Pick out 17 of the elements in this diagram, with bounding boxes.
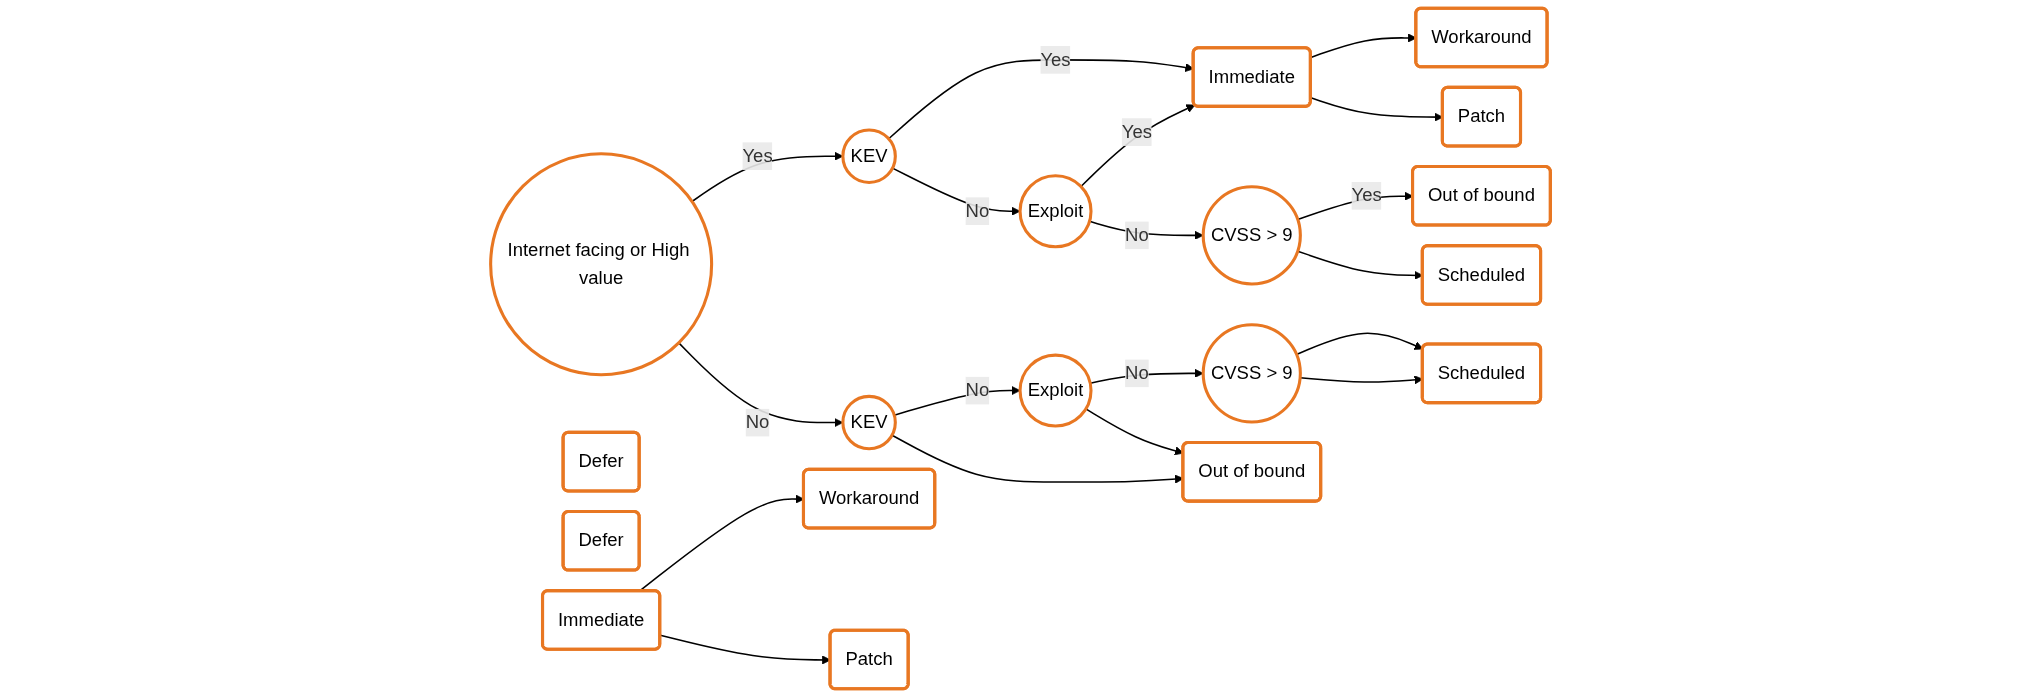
edge-label: Yes — [1351, 185, 1382, 206]
node-circle: Exploit — [1018, 353, 1093, 428]
node-circle: KEV — [841, 128, 897, 184]
edge-label: No — [745, 411, 770, 433]
edge-label: Yes — [1121, 121, 1153, 142]
edge-label: Yes — [1040, 49, 1071, 70]
node-circle: KEV — [841, 394, 897, 451]
edge-label: No — [965, 379, 990, 401]
node-circle: Internet facing or High value — [489, 152, 714, 377]
node-circle: CVSS > 9 — [1201, 323, 1302, 424]
node-circle: CVSS > 9 — [1201, 185, 1302, 286]
edge-label: Yes — [742, 145, 773, 166]
node-circle: Exploit — [1018, 174, 1093, 249]
edge-label: No — [965, 200, 990, 221]
edge-label: No — [1125, 362, 1149, 384]
arrow — [1080, 104, 1196, 188]
edge-label: No — [1125, 224, 1149, 246]
